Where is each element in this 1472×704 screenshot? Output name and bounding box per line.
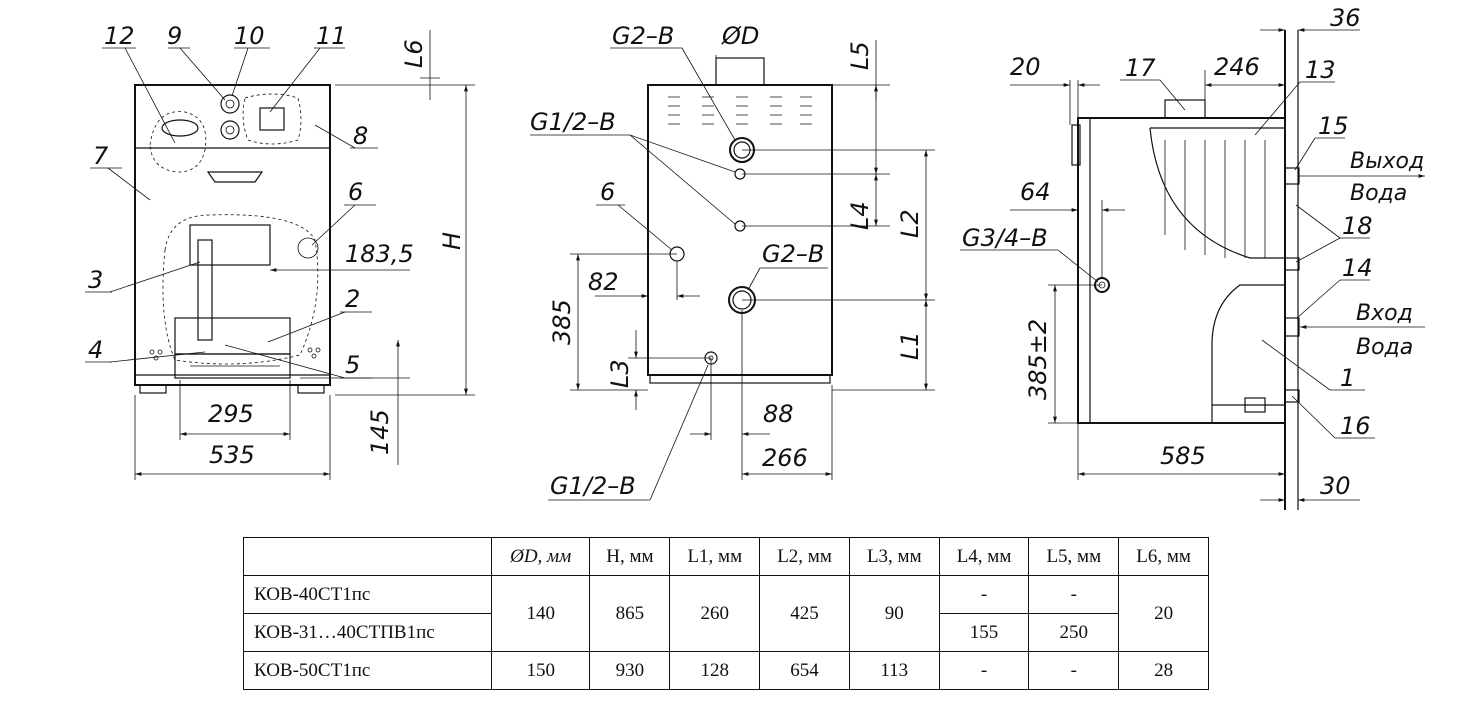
dimensions-table: ØD, мм H, мм L1, мм L2, мм L3, мм L4, мм…	[243, 537, 1209, 690]
table-cell: 865	[589, 575, 671, 652]
dim-36: 36	[1330, 4, 1361, 32]
table-cell-model: КОВ-31…40СТПВ1пс	[243, 613, 492, 652]
callout-16: 16	[1340, 412, 1371, 440]
dim-145: 145	[366, 409, 394, 455]
callout-8: 8	[353, 122, 368, 150]
table-header: L4, мм	[938, 537, 1030, 576]
dim-30: 30	[1320, 472, 1351, 500]
table-cell: 128	[669, 651, 761, 690]
table-cell-model: КОВ-50СТ1пс	[243, 651, 492, 690]
callout-10: 10	[234, 22, 265, 50]
label-inlet-water: Вода	[1356, 335, 1413, 360]
callout-18: 18	[1342, 212, 1373, 240]
table-cell: 113	[848, 651, 940, 690]
callout-12: 12	[104, 22, 135, 50]
table-header: L1, мм	[669, 537, 761, 576]
rear-view: L5 L4 L2 L1 385 82 L3 88 266 G2–B ØD	[530, 22, 935, 501]
dim-585: 585	[1160, 442, 1206, 470]
dim-64: 64	[1020, 178, 1051, 206]
callout-15: 15	[1318, 112, 1349, 140]
table-cell: 654	[759, 651, 850, 690]
table-header: L5, мм	[1028, 537, 1120, 576]
technical-drawing: 535 295 H L6 183,5 145 12 9 10 11 7 8 6 …	[85, 4, 1425, 510]
table-header: H, мм	[589, 537, 671, 576]
dim-385-tol: 385±2	[1024, 319, 1052, 400]
table-row: КОВ-50СТ1пс 150 930 128 654 113 - - 28	[243, 651, 1209, 690]
table-cell: -	[938, 575, 1030, 614]
dim-l2: L2	[896, 209, 924, 238]
dim-295: 295	[208, 400, 254, 428]
callout-14: 14	[1342, 254, 1373, 282]
callout-7: 7	[93, 142, 109, 170]
table-cell: 20	[1118, 575, 1209, 652]
table-cell: 150	[490, 651, 591, 690]
callout-9: 9	[167, 22, 182, 50]
dim-h: H	[438, 232, 466, 250]
callout-1: 1	[1340, 364, 1355, 392]
dim-20: 20	[1010, 53, 1041, 81]
callout-5: 5	[345, 351, 360, 379]
table-header: L3, мм	[848, 537, 940, 576]
dim-88: 88	[763, 400, 794, 428]
table-row: КОВ-31…40СТПВ1пс 155 250	[243, 613, 1209, 652]
table-header	[243, 537, 492, 576]
dim-82: 82	[588, 268, 619, 296]
side-view: 20 246 36 64 385±2 585 30 17 13 15 18 14	[960, 4, 1425, 510]
table-header: ØD, мм	[490, 537, 591, 576]
table-header: L2, мм	[759, 537, 850, 576]
callout-6: 6	[348, 178, 363, 206]
table-cell: -	[1028, 575, 1120, 614]
table-cell: 250	[1028, 613, 1120, 652]
table-cell: 140	[490, 575, 591, 652]
table-cell: 425	[759, 575, 850, 652]
dim-385: 385	[548, 299, 576, 345]
callout-3: 3	[88, 266, 103, 294]
label-g12b-drain: G1/2–B	[550, 472, 636, 500]
callout-2: 2	[345, 285, 360, 313]
label-inlet: Вход	[1356, 301, 1413, 326]
label-g12b-gas: G1/2–B	[530, 108, 616, 136]
table-cell: 28	[1118, 651, 1209, 690]
dim-l4: L4	[846, 201, 874, 230]
label-outlet: Выход	[1350, 149, 1424, 174]
label-od: ØD	[721, 22, 759, 50]
callout-17: 17	[1125, 54, 1156, 82]
callout-4: 4	[88, 336, 103, 364]
table-cell: 155	[938, 613, 1030, 652]
dim-l6: L6	[400, 39, 428, 68]
table-cell-model: КОВ-40СТ1пс	[243, 575, 492, 614]
table-cell: 260	[669, 575, 761, 652]
dim-l5: L5	[846, 41, 874, 70]
label-outlet-water: Вода	[1350, 181, 1407, 206]
dim-l3: L3	[606, 359, 634, 388]
callout-6-rear: 6	[600, 178, 615, 206]
dim-246: 246	[1214, 53, 1260, 81]
label-g2b-return: G2–B	[762, 240, 824, 268]
table-header: L6, мм	[1118, 537, 1209, 576]
dim-l1: L1	[896, 331, 924, 360]
table-cell: -	[938, 651, 1030, 690]
table-cell: 930	[589, 651, 671, 690]
table-cell: 90	[848, 575, 940, 652]
label-g2b-top: G2–B	[612, 22, 674, 50]
label-g34b: G3/4–B	[962, 224, 1048, 252]
dim-266: 266	[762, 444, 808, 472]
table-row: КОВ-40СТ1пс 140 865 260 425 90 - - 20	[243, 575, 1209, 652]
callout-11: 11	[316, 22, 347, 50]
table-header-row: ØD, мм H, мм L1, мм L2, мм L3, мм L4, мм…	[243, 537, 1209, 576]
front-view: 535 295 H L6 183,5 145 12 9 10 11 7 8 6 …	[85, 22, 475, 480]
dim-183-5: 183,5	[345, 240, 414, 268]
table-cell: -	[1028, 651, 1120, 690]
dim-535: 535	[209, 441, 255, 469]
callout-13: 13	[1305, 56, 1336, 84]
